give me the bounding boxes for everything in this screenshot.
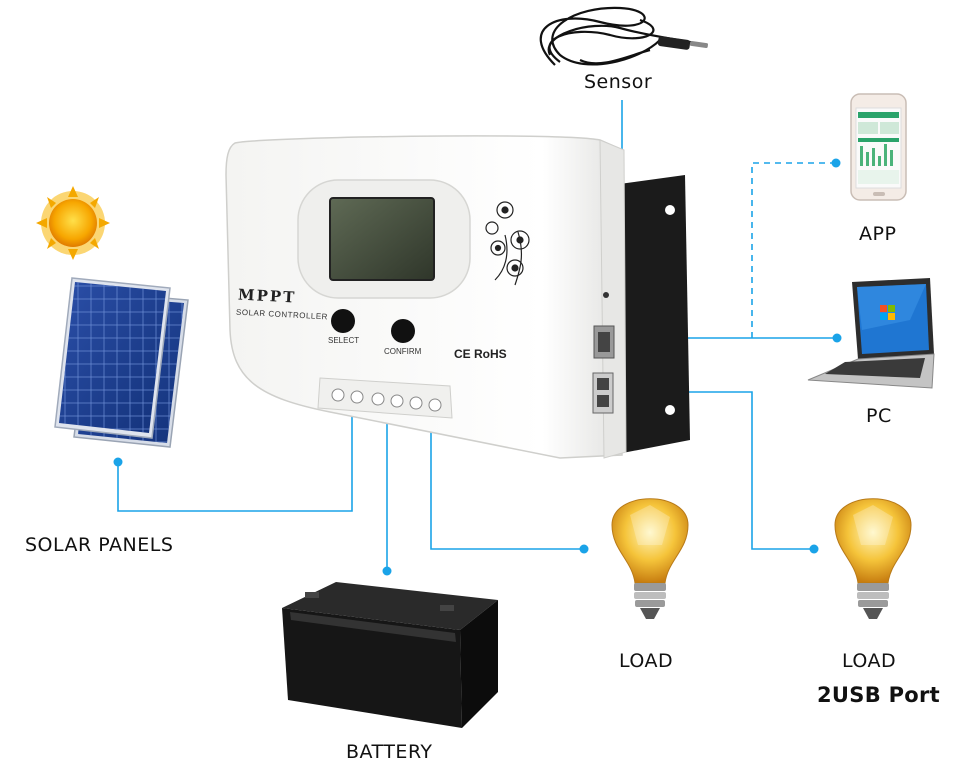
load-connector-line <box>430 425 584 550</box>
solar-panel-icon <box>54 277 189 448</box>
app-label: APP <box>859 223 897 245</box>
pc-label: PC <box>866 405 892 427</box>
usb-load-label: LOAD <box>842 650 897 672</box>
solar-connector-line <box>117 410 353 512</box>
pc-dot <box>832 333 842 343</box>
battery-dot <box>382 566 392 576</box>
charge-controller <box>225 135 690 459</box>
controller-brand: MPPT <box>237 285 297 307</box>
confirm-button-label: CONFIRM <box>384 347 422 356</box>
lcd-screen <box>329 197 435 281</box>
sun-icon <box>36 186 110 260</box>
battery-icon <box>282 582 498 728</box>
sensor-label: Sensor <box>584 71 653 93</box>
solar-panels-label: SOLAR PANELS <box>25 534 174 556</box>
light-bulb-icon <box>611 498 689 619</box>
select-button-label: SELECT <box>328 336 360 345</box>
terminal-strip <box>317 377 453 419</box>
laptop-icon <box>807 278 935 389</box>
usb-load-dot <box>809 544 819 554</box>
battery-label: BATTERY <box>346 741 433 763</box>
light-bulb-icon <box>834 498 912 619</box>
flower-decoration <box>485 201 530 286</box>
certification-mark: CE RoHS <box>454 347 507 361</box>
select-button-knob <box>331 309 355 333</box>
app-dashed-line <box>751 162 836 338</box>
phone-icon <box>850 93 907 201</box>
app-dot <box>831 158 841 168</box>
usb-port-label: 2USB Port <box>817 683 941 707</box>
solar-dot <box>113 457 123 467</box>
sensor-cable-icon <box>539 6 708 66</box>
load-label: LOAD <box>619 650 674 672</box>
load-dot <box>579 544 589 554</box>
confirm-button-knob <box>391 319 415 343</box>
